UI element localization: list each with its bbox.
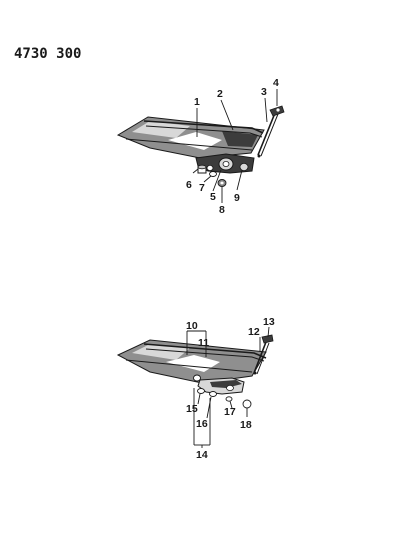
lower-prop-rod-grommet <box>261 334 274 344</box>
lower-bumper-17 <box>225 396 233 402</box>
lower-callouts: 10 11 12 13 14 15 16 17 18 <box>186 316 275 461</box>
lower-prop-rod <box>253 341 270 375</box>
upper-hood-panel <box>116 116 265 159</box>
callout-18: 18 <box>240 419 252 431</box>
callout-8: 8 <box>219 204 225 216</box>
callout-7: 7 <box>199 182 205 194</box>
lower-hood-panel <box>116 339 267 384</box>
lower-bumper-15 <box>193 374 205 394</box>
lower-bumper-18 <box>242 399 252 409</box>
lower-bumper-16 <box>209 391 217 397</box>
lower-assembly: 10 11 12 13 14 15 16 17 18 <box>116 316 275 461</box>
upper-callouts: 1 2 3 4 5 6 7 8 9 <box>186 77 279 216</box>
callout-1: 1 <box>194 96 200 108</box>
callout-16: 16 <box>196 418 208 430</box>
upper-nut-8 <box>217 179 227 187</box>
callout-9: 9 <box>234 192 240 204</box>
upper-weatherstrip <box>143 120 264 138</box>
callout-5: 5 <box>210 191 216 203</box>
callout-3: 3 <box>261 86 267 98</box>
diagram-code: 4730 300 <box>14 46 81 62</box>
callout-12: 12 <box>248 326 260 338</box>
callout-15: 15 <box>186 403 198 415</box>
callout-2: 2 <box>217 88 223 100</box>
callout-6: 6 <box>186 179 192 191</box>
upper-prop-rod-grommet <box>269 105 285 117</box>
upper-leaders <box>192 89 278 203</box>
upper-prop-rod <box>257 112 279 158</box>
callout-13: 13 <box>263 316 275 328</box>
lower-hood-latch <box>197 377 245 395</box>
lower-leaders <box>186 326 270 448</box>
callout-14: 14 <box>196 449 208 461</box>
callout-11: 11 <box>198 337 209 349</box>
upper-bumper-7 <box>209 171 217 177</box>
callout-17: 17 <box>224 406 236 418</box>
callout-10: 10 <box>186 320 198 332</box>
upper-bumper-6 <box>197 164 207 174</box>
upper-assembly: 1 2 3 4 5 6 7 8 9 <box>116 77 285 216</box>
callout-4: 4 <box>273 77 279 89</box>
